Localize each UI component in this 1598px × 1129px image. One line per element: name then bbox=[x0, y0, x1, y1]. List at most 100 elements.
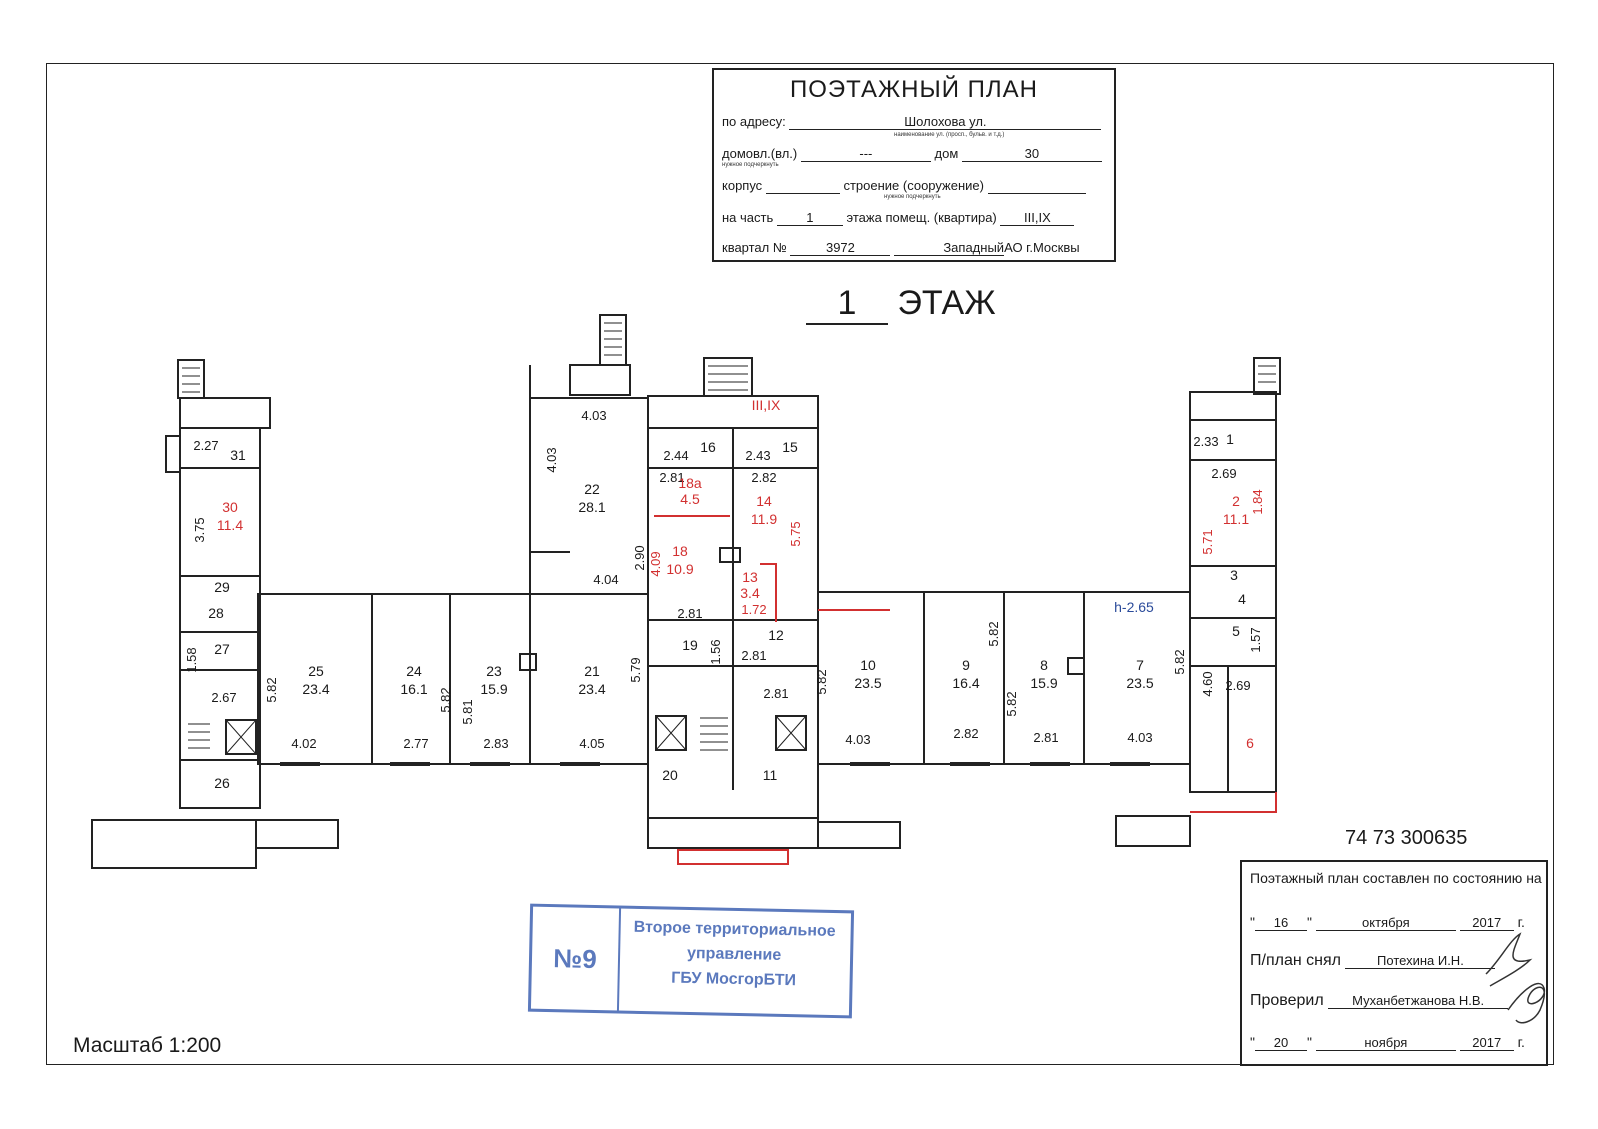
surveyed-label: П/план снял bbox=[1250, 952, 1341, 969]
svg-text:2.81: 2.81 bbox=[1033, 730, 1058, 745]
svg-text:1.56: 1.56 bbox=[708, 639, 723, 664]
svg-text:5.82: 5.82 bbox=[814, 669, 829, 694]
district-suffix: АО г.Москвы bbox=[1004, 240, 1080, 255]
svg-text:h-2.65: h-2.65 bbox=[1114, 599, 1154, 615]
date1-year-suffix: г. bbox=[1517, 914, 1525, 930]
svg-text:15.9: 15.9 bbox=[1030, 675, 1057, 691]
svg-text:26: 26 bbox=[214, 775, 230, 791]
svg-text:5.79: 5.79 bbox=[628, 657, 643, 682]
svg-text:4.09: 4.09 bbox=[648, 551, 663, 576]
date1-day: 16 bbox=[1254, 915, 1307, 931]
svg-text:1.57: 1.57 bbox=[1248, 627, 1263, 652]
date2-month: ноября bbox=[1315, 1035, 1456, 1051]
svg-text:4.02: 4.02 bbox=[291, 736, 316, 751]
status-title: Поэтажный план составлен по состоянию на bbox=[1250, 870, 1542, 886]
svg-text:2: 2 bbox=[1232, 493, 1240, 509]
kvartal-label: квартал № bbox=[722, 240, 787, 255]
svg-text:11.1: 11.1 bbox=[1223, 511, 1249, 527]
svg-text:5: 5 bbox=[1232, 623, 1240, 639]
svg-text:5.82: 5.82 bbox=[1172, 649, 1187, 674]
bti-stamp: №9 Второе территориальное управление ГБУ… bbox=[527, 903, 855, 1019]
svg-text:1.84: 1.84 bbox=[1250, 489, 1265, 514]
checked-label: Проверил bbox=[1250, 992, 1324, 1009]
svg-text:16.1: 16.1 bbox=[400, 681, 427, 697]
dom-value: 30 bbox=[961, 146, 1102, 162]
svg-text:2.81: 2.81 bbox=[763, 686, 788, 701]
svg-text:15.9: 15.9 bbox=[480, 681, 507, 697]
svg-text:4: 4 bbox=[1238, 591, 1246, 607]
svg-text:2.82: 2.82 bbox=[953, 726, 978, 741]
svg-text:5.71: 5.71 bbox=[1200, 529, 1215, 554]
svg-text:14: 14 bbox=[756, 493, 772, 509]
plan-title: ПОЭТАЖНЫЙ ПЛАН bbox=[789, 76, 1039, 103]
svg-text:3: 3 bbox=[1230, 567, 1238, 583]
svg-text:24: 24 bbox=[406, 663, 422, 679]
svg-text:5.82: 5.82 bbox=[264, 677, 279, 702]
svg-text:2.83: 2.83 bbox=[483, 736, 508, 751]
svg-text:2.67: 2.67 bbox=[211, 690, 236, 705]
svg-text:18а: 18а bbox=[678, 475, 702, 491]
stamp-line-3: ГБУ МосгорБТИ bbox=[671, 969, 797, 990]
svg-text:28.1: 28.1 bbox=[578, 499, 605, 515]
svg-text:12: 12 bbox=[768, 627, 784, 643]
address-value: Шолохова ул. bbox=[789, 114, 1102, 130]
surveyed-by: Потехина И.Н. bbox=[1345, 953, 1496, 969]
svg-text:2.69: 2.69 bbox=[1211, 466, 1236, 481]
etazh-label: этажа помещ. (квартира) bbox=[846, 210, 997, 225]
domovl-label: домовл.(вл.) bbox=[722, 146, 798, 161]
svg-text:27: 27 bbox=[214, 641, 230, 657]
dom-label: дом bbox=[934, 146, 959, 161]
address-hint: наименование ул. (просп., бульв. и т.д.) bbox=[894, 132, 1005, 138]
svg-text:III,IX: III,IX bbox=[752, 397, 781, 413]
svg-text:5.82: 5.82 bbox=[986, 621, 1001, 646]
svg-text:5.82: 5.82 bbox=[438, 687, 453, 712]
stroenie-label: строение (сооружение) bbox=[843, 178, 984, 193]
svg-text:3.4: 3.4 bbox=[740, 585, 760, 601]
svg-text:8: 8 bbox=[1040, 657, 1048, 673]
svg-text:23.5: 23.5 bbox=[854, 675, 881, 691]
svg-text:3.75: 3.75 bbox=[192, 517, 207, 542]
svg-text:10.9: 10.9 bbox=[666, 561, 693, 577]
domovl-value: --- bbox=[800, 146, 931, 162]
svg-text:2.44: 2.44 bbox=[663, 448, 688, 463]
svg-text:6: 6 bbox=[1246, 735, 1254, 751]
svg-text:4.03: 4.03 bbox=[845, 732, 870, 747]
svg-text:20: 20 bbox=[662, 767, 678, 783]
svg-text:11.4: 11.4 bbox=[217, 517, 243, 533]
signature-surveyor bbox=[1485, 932, 1533, 987]
domovl-hint: нужное подчеркнуть bbox=[722, 162, 779, 168]
korpus-label: корпус bbox=[722, 178, 763, 193]
plan-header-box: ПОЭТАЖНЫЙ ПЛАН по адресу: Шолохова ул. н… bbox=[712, 68, 1116, 262]
svg-text:23.4: 23.4 bbox=[578, 681, 605, 697]
svg-text:18: 18 bbox=[672, 543, 688, 559]
svg-text:2.43: 2.43 bbox=[745, 448, 770, 463]
checked-by: Муханбетжанова Н.В. bbox=[1328, 993, 1509, 1009]
svg-text:15: 15 bbox=[782, 439, 798, 455]
svg-text:1: 1 bbox=[1226, 431, 1234, 447]
svg-text:2.33: 2.33 bbox=[1193, 434, 1218, 449]
date1-month: октября bbox=[1315, 915, 1456, 931]
kvartal-value: 3972 bbox=[790, 240, 891, 256]
stroenie-hint: нужное подчеркнуть bbox=[884, 194, 941, 200]
svg-text:2.77: 2.77 bbox=[403, 736, 428, 751]
svg-text:21: 21 bbox=[584, 663, 600, 679]
district-value: Западный bbox=[894, 240, 1005, 256]
svg-text:4.60: 4.60 bbox=[1200, 671, 1215, 696]
date2-year-suffix: г. bbox=[1517, 1034, 1525, 1050]
svg-text:16: 16 bbox=[700, 439, 716, 455]
svg-text:29: 29 bbox=[214, 579, 230, 595]
svg-text:10: 10 bbox=[860, 657, 876, 673]
date2-day: 20 bbox=[1254, 1035, 1307, 1051]
svg-text:30: 30 bbox=[222, 499, 238, 515]
chast-label: на часть bbox=[722, 210, 774, 225]
svg-text:1.72: 1.72 bbox=[741, 602, 766, 617]
svg-text:23: 23 bbox=[486, 663, 502, 679]
scale-label: Масштаб 1:200 bbox=[73, 1034, 222, 1057]
room-label: 31 bbox=[230, 447, 246, 463]
svg-text:5.75: 5.75 bbox=[788, 521, 803, 546]
drawing-sheet-border bbox=[46, 63, 1554, 1065]
svg-text:2.81: 2.81 bbox=[659, 470, 684, 485]
svg-text:16.4: 16.4 bbox=[952, 675, 979, 691]
svg-text:2.81: 2.81 bbox=[741, 648, 766, 663]
